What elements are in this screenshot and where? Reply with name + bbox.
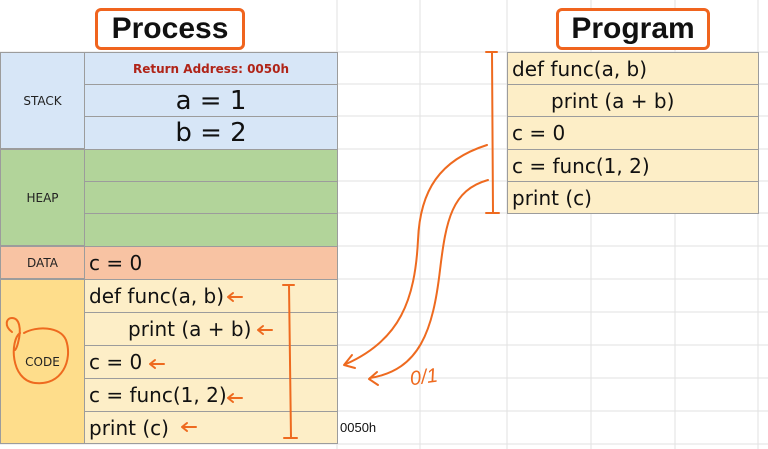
heap-cell [84, 213, 338, 247]
program-code-line: c = 0 [507, 116, 759, 150]
return-address-cell: Return Address: 0050h [84, 52, 338, 85]
stack-var-b: b = 2 [84, 116, 338, 150]
code-label: CODE [0, 279, 85, 444]
heap-label: HEAP [0, 149, 85, 246]
program-code-line: def func(a, b) [507, 52, 759, 85]
process-code-line: def func(a, b) [84, 279, 338, 313]
data-value-cell: c = 0 [84, 246, 338, 280]
stack-var-a: a = 1 [84, 84, 338, 117]
process-code-line: print (c) [84, 411, 338, 444]
address-label: 0050h [340, 420, 377, 435]
program-title: Program [556, 8, 710, 50]
process-code-line: print (a + b) [84, 312, 338, 346]
heap-cell [84, 181, 338, 214]
program-code-line: c = func(1, 2) [507, 149, 759, 182]
process-title: Process [95, 8, 245, 50]
process-code-line: c = 0 [84, 345, 338, 379]
heap-cell [84, 149, 338, 182]
data-label: DATA [0, 246, 85, 279]
process-code-line: c = func(1, 2) [84, 378, 338, 412]
stack-label: STACK [0, 52, 85, 149]
program-code-line: print (c) [507, 181, 759, 214]
program-code-line: print (a + b) [507, 84, 759, 117]
